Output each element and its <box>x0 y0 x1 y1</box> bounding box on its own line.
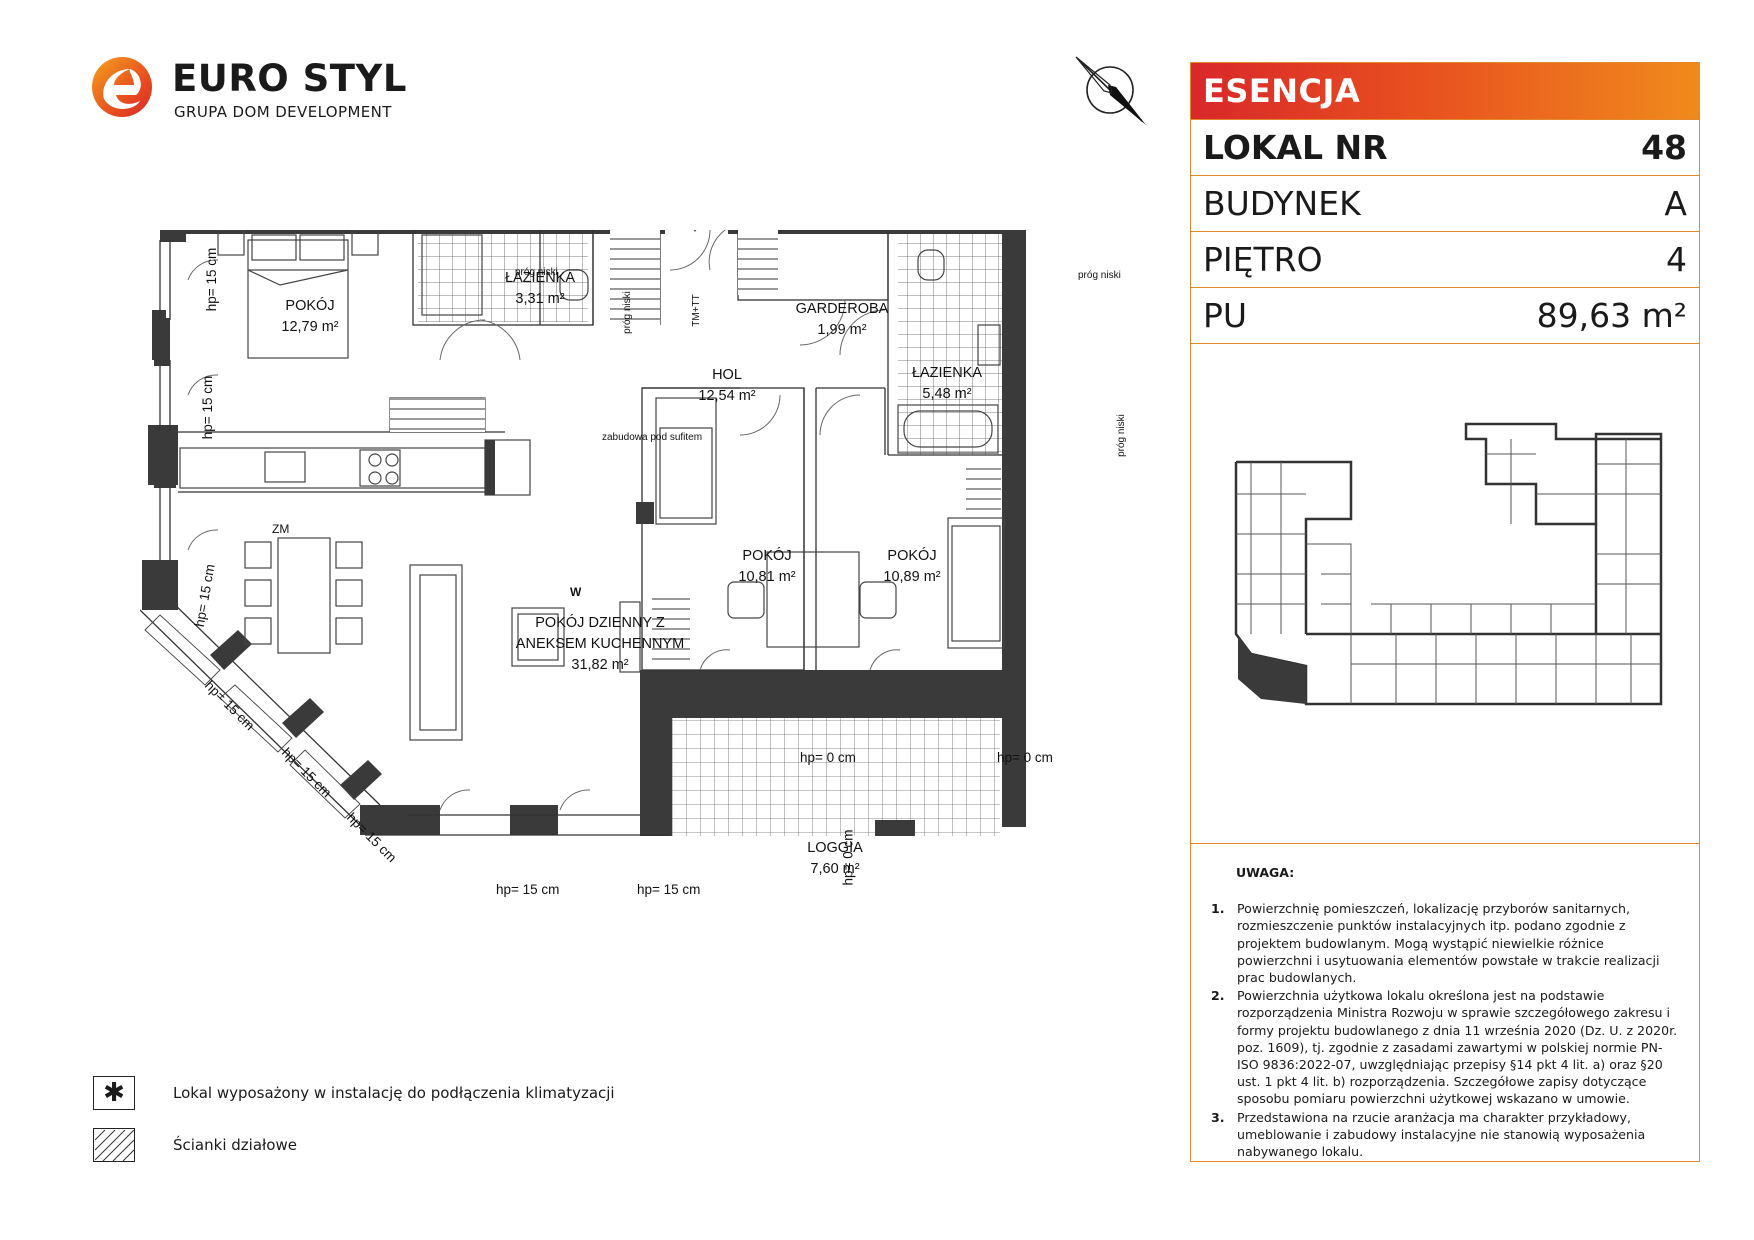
legend-air-conditioning: ✱ Lokal wyposażony w instalację do podłą… <box>93 1076 615 1110</box>
row-value: A <box>1664 184 1687 223</box>
notes-section: UWAGA: 1. Powierzchnię pomieszczeń, loka… <box>1191 843 1699 1161</box>
brand-logo: EURO STYL GRUPA DOM DEVELOPMENT <box>90 55 410 125</box>
row-label: PU <box>1203 296 1248 335</box>
row-value: 48 <box>1641 128 1687 167</box>
hp-label: hp= 15 cm <box>200 375 216 440</box>
brand-name: EURO STYL <box>172 57 407 100</box>
plan-note: próg niski <box>621 291 633 334</box>
building-key-plan <box>1191 343 1699 843</box>
floor-plan-drawing <box>140 230 1026 836</box>
hp-label: hp= 15 cm <box>204 247 220 312</box>
legend-text: Ścianki działowe <box>173 1136 297 1154</box>
legend-partition-walls: Ścianki działowe <box>93 1128 297 1162</box>
row-label: BUDYNEK <box>1203 184 1361 223</box>
hp-label: hp= 15 cm <box>637 882 701 897</box>
brand-subtitle: GRUPA DOM DEVELOPMENT <box>174 103 392 121</box>
north-compass-icon <box>1075 56 1146 125</box>
note-item: 3. Przedstawiona na rzucie aranżacja ma … <box>1211 1109 1646 1160</box>
info-panel: ESENCJA LOKAL NR 48 BUDYNEK A PIĘTRO 4 P… <box>1190 62 1700 1162</box>
note-item: 1. Powierzchnię pomieszczeń, lokalizację… <box>1211 901 1660 986</box>
plan-note: ZM <box>272 522 290 536</box>
plan-note: próg niski <box>1078 270 1121 281</box>
row-budynek: BUDYNEK A <box>1191 175 1699 231</box>
hp-label: hp= 15 cm <box>496 882 560 897</box>
row-pietro: PIĘTRO 4 <box>1191 231 1699 287</box>
hp-label: hp= 0 cm <box>997 750 1053 765</box>
notes-title: UWAGA: <box>1236 865 1295 880</box>
project-name: ESENCJA <box>1203 72 1361 110</box>
legend-text: Lokal wyposażony w instalację do podłącz… <box>173 1084 615 1102</box>
euro-styl-logo-icon <box>92 57 152 117</box>
plan-note: próg niski <box>515 267 558 278</box>
row-lokal: LOKAL NR 48 <box>1191 119 1699 175</box>
plan-note: zabudowa pod sufitem <box>602 432 703 443</box>
plan-note: TM+TT <box>690 294 702 327</box>
row-value: 4 <box>1666 240 1687 279</box>
project-header: ESENCJA <box>1191 63 1699 119</box>
asterisk-icon: ✱ <box>93 1076 135 1110</box>
hp-label: hp= 0 cm <box>800 750 856 765</box>
note-item: 2. Powierzchnia użytkowa lokalu określon… <box>1211 988 1678 1107</box>
row-pu: PU 89,63 m² <box>1191 287 1699 343</box>
hatch-icon <box>93 1128 135 1162</box>
plan-note: W <box>570 585 582 599</box>
row-label: LOKAL NR <box>1203 128 1388 167</box>
plan-note: próg niski <box>1115 414 1127 457</box>
row-label: PIĘTRO <box>1203 240 1323 279</box>
row-value: 89,63 m² <box>1536 296 1687 335</box>
hp-label: hp= 0 cm <box>840 829 856 886</box>
key-plan-drawing <box>1234 422 1663 706</box>
